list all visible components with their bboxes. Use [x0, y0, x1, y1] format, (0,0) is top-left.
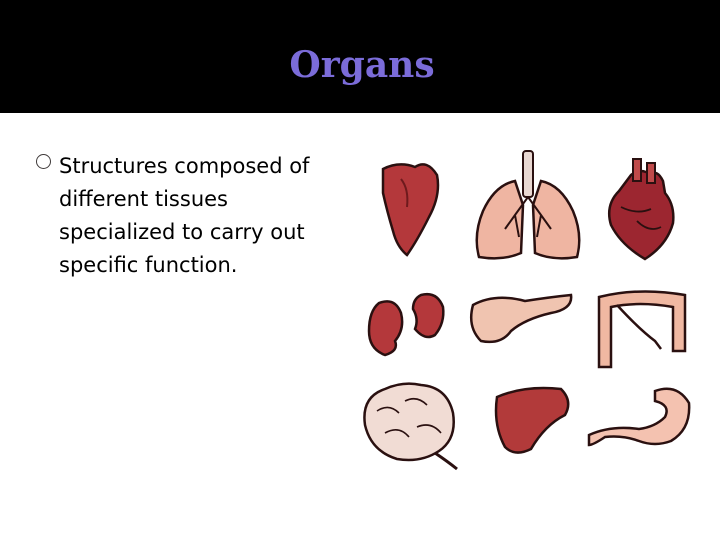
large-intestine-icon [597, 290, 687, 369]
pancreas-icon [470, 293, 573, 344]
liver-icon [494, 386, 570, 454]
bullet-text: Structures composed of different tissues… [59, 154, 310, 277]
lungs-icon [475, 150, 581, 260]
stomach-icon [587, 387, 691, 447]
organs-illustration [363, 150, 691, 471]
anatomical-heart-icon [608, 158, 675, 261]
slide-title: Organs [0, 44, 720, 86]
title-bar: Organs [0, 0, 720, 113]
heart-organ-icon [381, 163, 440, 257]
kidneys-icon [367, 293, 445, 357]
brain-icon [363, 382, 458, 471]
slide-title-text: Organs [289, 44, 435, 86]
hollow-circle-bullet-icon [36, 154, 51, 169]
